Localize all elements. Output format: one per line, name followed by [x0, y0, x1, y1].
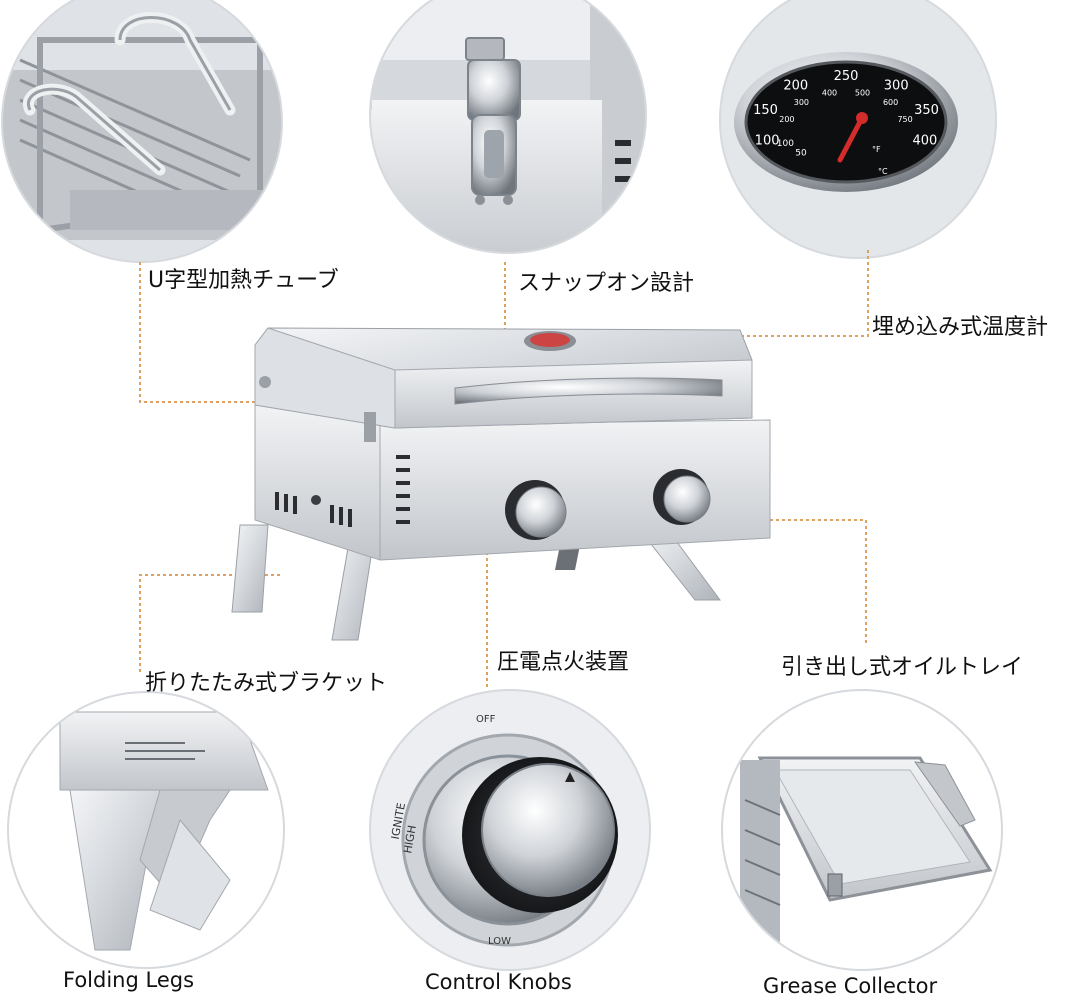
- u-tube-detail-circle: [2, 0, 282, 262]
- control-knob-detail-circle: OFF IGNITE HIGH LOW: [370, 690, 650, 970]
- gauge-numeral: 100: [777, 139, 794, 149]
- grill-illustration: [231, 327, 771, 641]
- snap-on-label: スナップオン設計: [518, 271, 695, 296]
- gauge-numeral: 400: [912, 133, 937, 148]
- ignition-label: 圧電点火装置: [497, 650, 630, 675]
- gauge-numeral: 150: [753, 103, 778, 118]
- grease-collector-caption: Grease Collector: [763, 974, 938, 998]
- gauge-numeral: 50: [795, 149, 807, 159]
- gauge-numeral: 250: [834, 69, 859, 84]
- gauge-numeral: 200: [779, 115, 794, 124]
- thermometer-label: 埋め込み式温度計: [872, 315, 1049, 340]
- knob-high-label: HIGH: [401, 824, 419, 854]
- gauge-unit: °C: [878, 167, 888, 176]
- folding-legs-detail-circle: [8, 692, 284, 968]
- control-knobs-caption: Control Knobs: [425, 970, 572, 994]
- knob-ignite-label: IGNITE: [389, 802, 408, 841]
- folding-bracket-label: 折りたたみ式ブラケット: [145, 671, 388, 696]
- oil-tray-label: 引き出し式オイルトレイ: [781, 655, 1024, 680]
- gauge-numeral: 200: [783, 79, 808, 94]
- gauge-numeral: 400: [822, 88, 837, 97]
- knob-off-label: OFF: [476, 714, 496, 725]
- gauge-numeral: 300: [884, 79, 909, 94]
- gauge-numeral: 600: [883, 98, 898, 107]
- gauge-numeral: 500: [855, 88, 870, 97]
- gauge-numeral: 750: [897, 115, 912, 124]
- folding-legs-caption: Folding Legs: [63, 968, 195, 992]
- gauge-needle: [837, 115, 865, 163]
- gauge-unit: °F: [872, 145, 881, 154]
- latch-detail-circle: [370, 0, 646, 253]
- grease-collector-detail-circle: [722, 690, 1002, 970]
- gauge-numeral: 100: [755, 133, 780, 148]
- gauge-numeral: 350: [914, 103, 939, 118]
- gauge-numeral: 300: [794, 98, 809, 107]
- knob-low-label: LOW: [488, 936, 511, 947]
- u-tube-label: U字型加熱チューブ: [148, 268, 339, 293]
